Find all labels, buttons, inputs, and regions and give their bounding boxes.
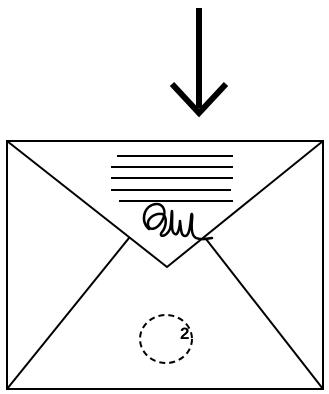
envelope-icon: 2 <box>7 141 323 389</box>
seal-number: 2 <box>180 324 189 343</box>
down-arrow-icon <box>172 8 226 113</box>
